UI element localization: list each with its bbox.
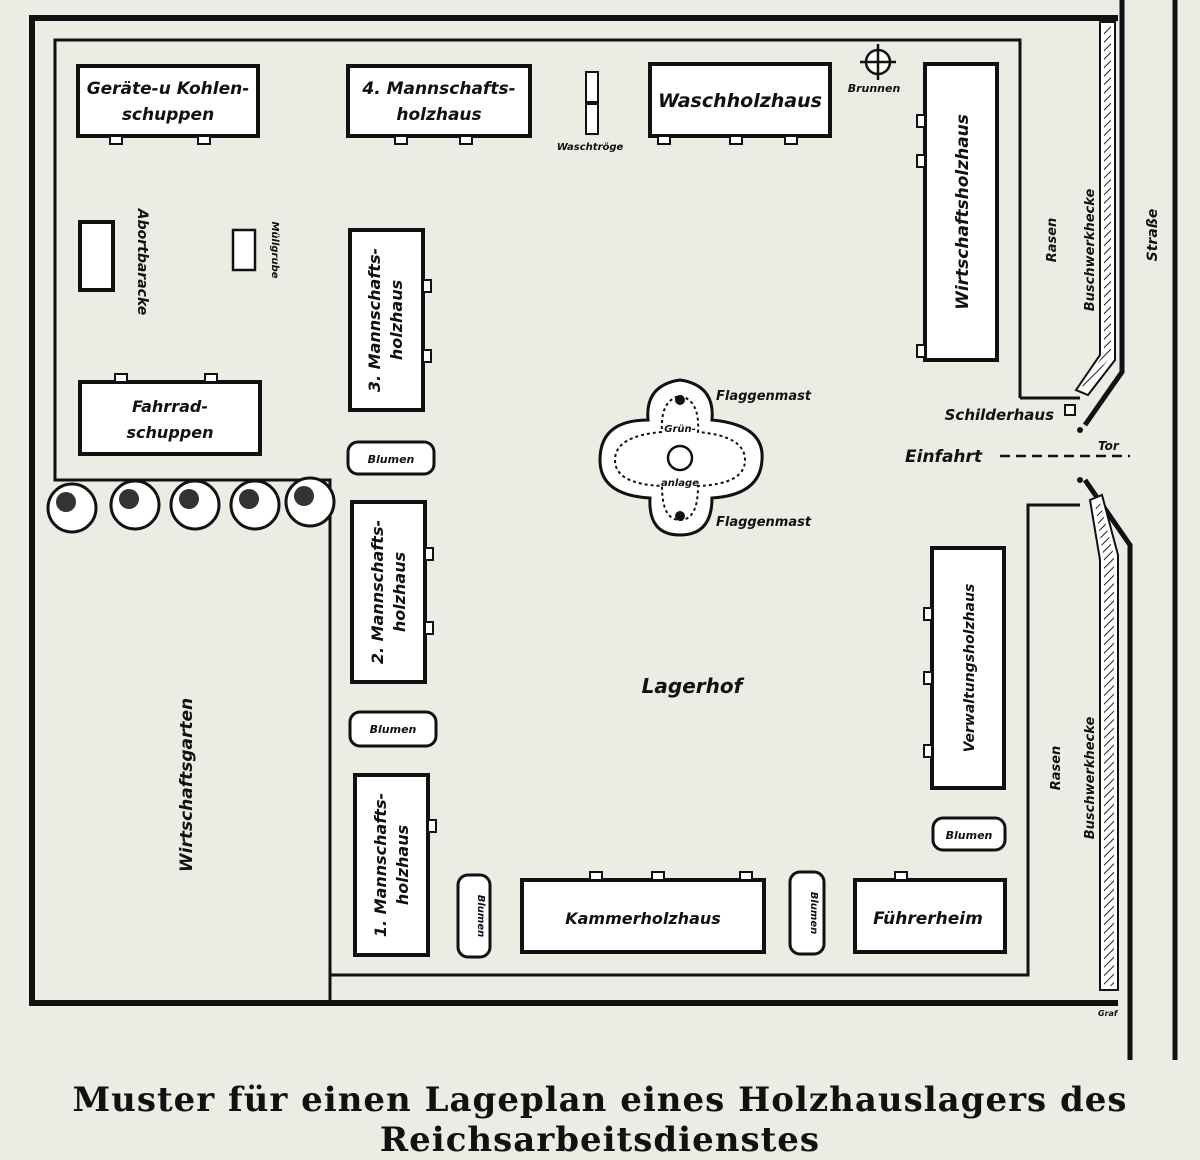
mannschaftsholzhaus-2: [350, 500, 427, 684]
gate-post: [1077, 427, 1083, 433]
mannschaftsholzhaus-3: [348, 228, 425, 412]
mann4-label-2: holzhaus: [396, 105, 481, 125]
strasse-label: Straße: [1145, 209, 1161, 262]
flaggenmast-label-1: Flaggenmast: [716, 389, 812, 404]
verwaltungsholzhaus: [930, 546, 1006, 790]
mann3-label-1: 3. Mannschafts-: [365, 248, 384, 392]
waschtroege-label: Waschtröge: [557, 142, 624, 153]
camp-boundary: [29, 15, 1118, 1006]
blumen-label-5: Blumen: [808, 892, 819, 935]
fahrradschuppen: [78, 380, 262, 456]
gate-post: [1077, 477, 1083, 483]
blumen-bed-4: [456, 873, 492, 959]
gruen-anlage: [598, 378, 764, 537]
mann3-label-2: holzhaus: [387, 280, 406, 360]
wirtschaftsholzhaus: [923, 62, 999, 362]
mann1-label-2: holzhaus: [393, 825, 412, 905]
geraete-label-1: Geräte-u Kohlen-: [87, 79, 250, 99]
waschholzhaus-label: Waschholzhaus: [658, 90, 822, 112]
abortbaracke-label: Abortbaracke: [134, 208, 150, 316]
fuehrerheim-label: Führerheim: [873, 909, 983, 929]
schilderhaus-label: Schilderhaus: [945, 406, 1054, 424]
rasen-label-1: Rasen: [1045, 218, 1060, 263]
blumen-label-4: Blumen: [475, 895, 486, 938]
anlage-label: anlage: [661, 478, 699, 489]
einfahrt-label: Einfahrt: [905, 447, 983, 467]
muellgrube: [231, 228, 257, 272]
schilderhaus-icon: [1064, 404, 1076, 416]
mann4-label-1: 4. Mannschafts-: [361, 79, 515, 99]
tree-icon: [46, 482, 98, 534]
abortbaracke: [78, 220, 115, 292]
wirtschaftsgarten-label: Wirtschaftsgarten: [177, 698, 197, 872]
rasen-label-2: Rasen: [1049, 746, 1064, 791]
brunnen-icon: [860, 44, 896, 80]
waschholzhaus: [648, 62, 832, 138]
blumen-bed-2: [348, 710, 438, 748]
kammerholzhaus-label: Kammerholzhaus: [565, 909, 721, 928]
muellgrube-label: Müllgrube: [269, 221, 280, 278]
tor-label: Tor: [1098, 439, 1120, 453]
blumen-label-3: Blumen: [946, 829, 993, 842]
blumen-bed-3: [931, 816, 1007, 852]
fuehrerheim: [853, 878, 1007, 954]
tree-icon: [284, 476, 336, 528]
waschtroege-icon: [585, 71, 599, 135]
gruen-label: Grün-: [664, 424, 696, 435]
hedge-bottom: [1088, 493, 1119, 991]
fahrrad-label-2: schuppen: [127, 423, 214, 442]
mann2-label-1: 2. Mannschafts-: [368, 520, 387, 664]
tree-icon: [229, 479, 281, 531]
plan-caption: Muster für einen Lageplan eines Holzhaus…: [72, 1080, 1128, 1160]
tree-icon: [169, 479, 221, 531]
verwaltungsholzhaus-label: Verwaltungsholzhaus: [962, 584, 978, 753]
flaggenmast-label-2: Flaggenmast: [716, 515, 812, 530]
mannschaftsholzhaus-1: [353, 773, 430, 957]
brunnen-label: Brunnen: [848, 82, 901, 95]
geraete-label-2: schuppen: [122, 105, 214, 125]
monument-icon: [666, 444, 694, 472]
lagerhof-label: Lagerhof: [642, 674, 745, 698]
tree-icon: [109, 479, 161, 531]
door-stubs: [109, 114, 933, 881]
buschwerkhecke-label-2: Buschwerkhecke: [1083, 717, 1098, 840]
mann1-label-1: 1. Mannschafts-: [371, 793, 390, 937]
mann2-label-2: holzhaus: [390, 552, 409, 632]
site-plan: Geräte-u Kohlen- schuppen 4. Mannschafts…: [29, 0, 1178, 1060]
fahrrad-label-1: Fahrrad-: [132, 397, 208, 416]
wirtschaftsholzhaus-label: Wirtschaftsholzhaus: [953, 114, 973, 310]
blumen-label-1: Blumen: [368, 453, 415, 466]
tree-row: [46, 476, 336, 534]
buschwerkhecke-label-1: Buschwerkhecke: [1083, 189, 1098, 312]
flagpole-icon: [675, 395, 685, 405]
blumen-bed-5: [788, 870, 826, 956]
blumen-bed-1: [346, 440, 436, 476]
blumen-label-2: Blumen: [370, 723, 417, 736]
flagpole-icon: [675, 511, 685, 521]
geraete-kohlen-schuppen: [76, 64, 260, 138]
hedge-top: [1074, 21, 1116, 397]
mannschaftsholzhaus-4: [346, 64, 532, 138]
kammerholzhaus: [520, 878, 766, 954]
signature-label: Graf: [1098, 1009, 1119, 1018]
